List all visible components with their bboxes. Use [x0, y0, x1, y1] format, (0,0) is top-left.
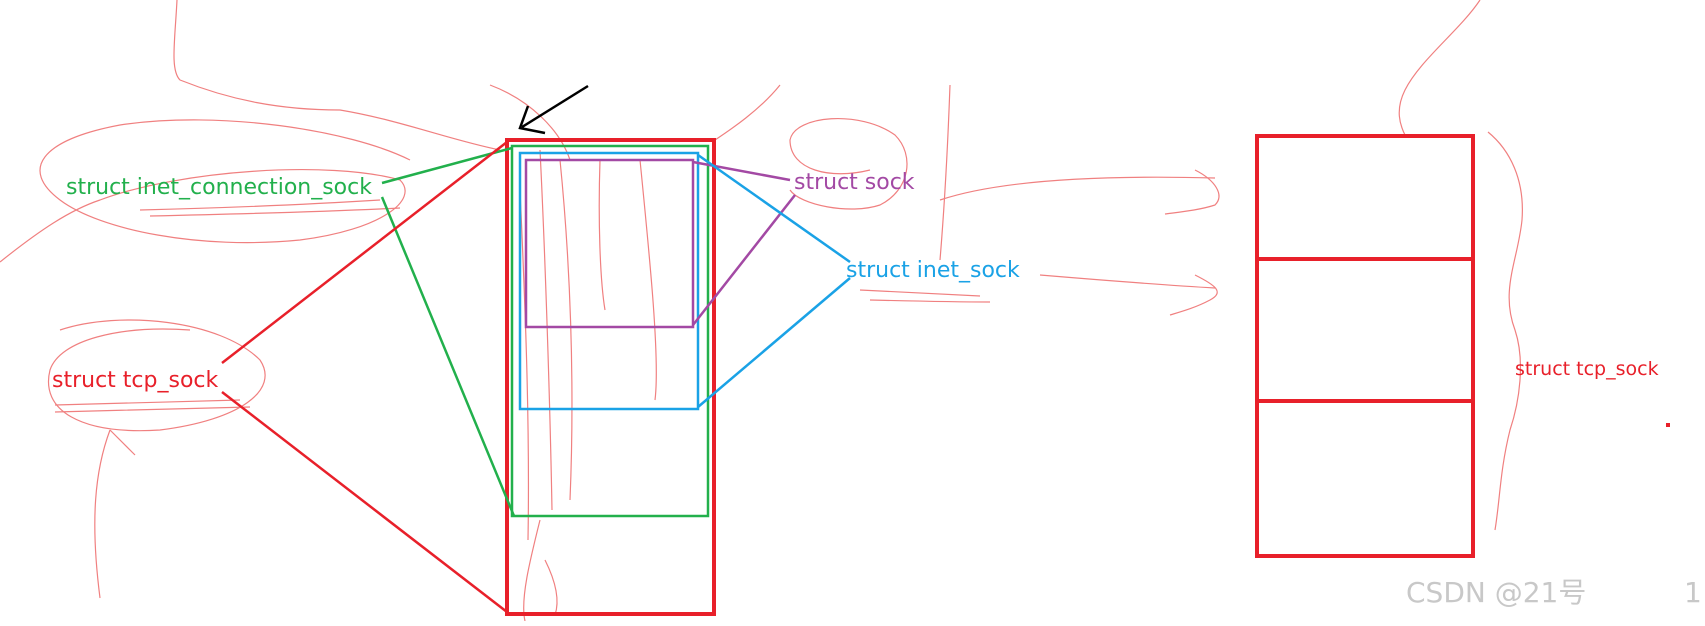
- label-sock: struct sock: [794, 170, 915, 195]
- connector-sock: [692, 160, 796, 326]
- dot-marker: [1666, 423, 1670, 427]
- label-inet-connection-sock: struct inet_connection_sock: [66, 175, 372, 200]
- tcp-sock-box: [505, 138, 716, 616]
- label-inet-sock: struct inet_sock: [846, 258, 1020, 283]
- inet-sock-box: [518, 151, 700, 411]
- connector-tcp-sock: [221, 141, 508, 613]
- scribbles: [0, 0, 1523, 622]
- arrow-icon: [518, 84, 589, 135]
- connector-inet-connection-sock: [380, 146, 516, 517]
- page-number: 1: [1684, 576, 1702, 609]
- sock-box: [524, 158, 695, 329]
- inet-connection-sock-box: [510, 144, 710, 518]
- label-tcp-sock-left: struct tcp_sock: [52, 368, 218, 393]
- watermark: CSDN @21号: [1406, 576, 1586, 609]
- label-tcp-sock-right: struct tcp_sock: [1515, 358, 1659, 380]
- tcp-sock-stack: [1255, 134, 1475, 558]
- connector-inet-sock: [697, 153, 851, 408]
